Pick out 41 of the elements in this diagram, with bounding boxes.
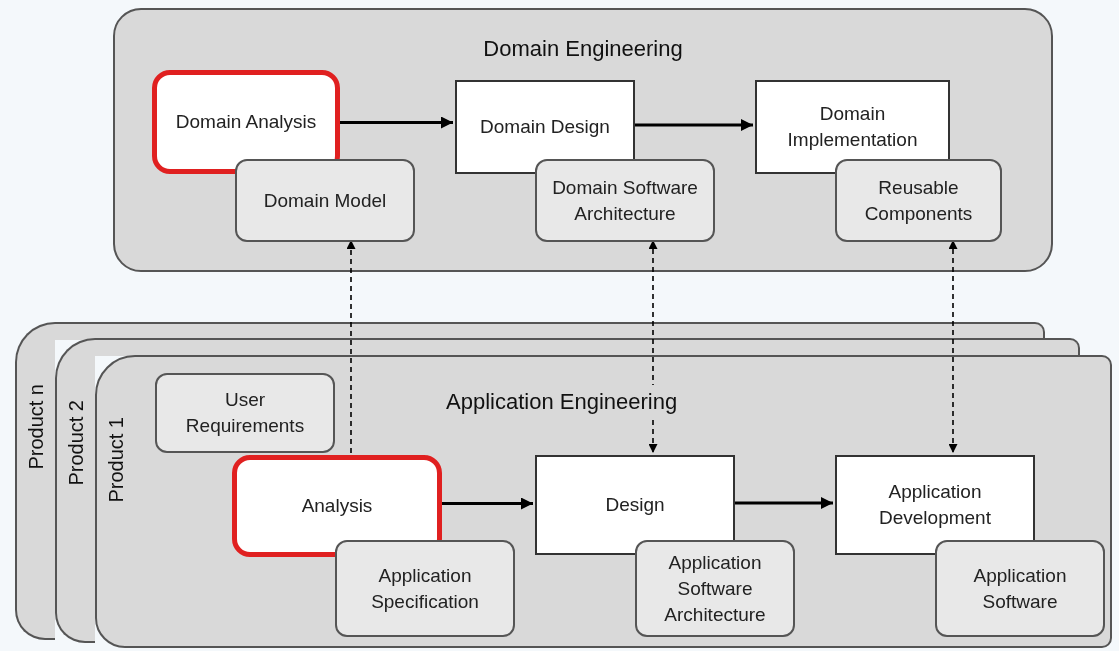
artifact-box [535, 159, 715, 242]
artifact-box [335, 540, 515, 637]
domain-panel [113, 8, 1053, 272]
box-label: Design [605, 493, 665, 517]
box-label: Domain Analysis [175, 110, 317, 134]
box-label: Analysis [301, 494, 373, 518]
box-label: Domain Software Architecture [551, 175, 699, 226]
arrow [346, 239, 356, 454]
box-label: User Requirements [184, 388, 306, 438]
artifact-box [935, 540, 1105, 637]
arrow [440, 497, 533, 510]
product-label: Product 1 [104, 417, 128, 503]
panel-title: Domain Engineering [482, 35, 684, 63]
box-label: Domain Implementation [786, 102, 919, 152]
process-box [455, 80, 635, 174]
product-panel [95, 355, 1112, 648]
artifact-box [235, 159, 415, 242]
artifact-box [835, 159, 1002, 242]
box-label: Application Specification [370, 563, 480, 614]
box-label: Domain Design [480, 115, 610, 139]
box-label: Application Software [972, 563, 1068, 614]
product-panel [55, 338, 95, 643]
box-label: Application Development [878, 480, 992, 530]
arrow [338, 116, 453, 129]
box-label: Application Software Architecture [663, 550, 767, 627]
arrow [948, 239, 958, 454]
process-box [232, 455, 442, 557]
arrow [733, 497, 833, 509]
artifact-box [155, 373, 335, 453]
box-label: Domain Model [263, 188, 387, 213]
artifact-box [635, 540, 795, 637]
process-box [835, 455, 1035, 555]
process-box [152, 70, 340, 174]
arrow [648, 239, 658, 454]
product-label: Product 2 [64, 400, 88, 486]
product-label: Product n [24, 384, 48, 470]
arrow [633, 119, 753, 131]
process-box [755, 80, 950, 174]
process-box [535, 455, 735, 555]
box-label: Reusable Components [863, 175, 974, 226]
product-panel [15, 322, 55, 640]
